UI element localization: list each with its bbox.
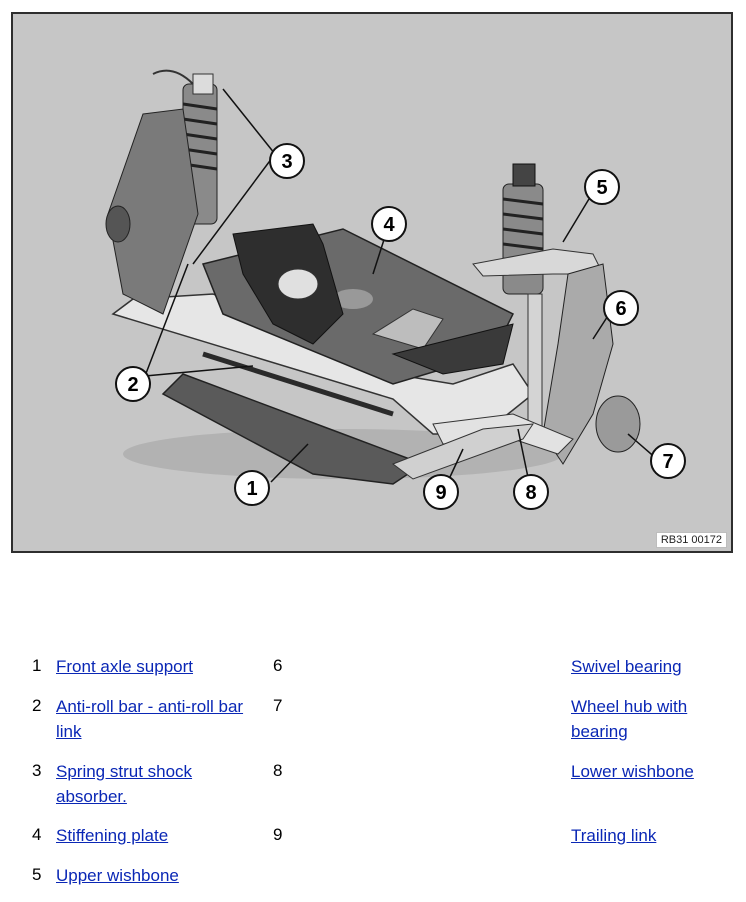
svg-text:1: 1	[246, 478, 257, 500]
legend-num-4: 4	[32, 825, 42, 844]
legend-num-9: 9	[273, 825, 283, 844]
svg-text:3: 3	[281, 151, 292, 173]
legend-num-2: 2	[32, 696, 42, 715]
svg-text:6: 6	[615, 298, 626, 320]
legend-link-anti-roll-bar[interactable]: Anti-roll bar - anti-roll bar link	[56, 697, 244, 741]
callout-2: 2	[115, 366, 151, 402]
legend-num-3: 3	[32, 761, 42, 780]
legend-link-stiffening-plate[interactable]: Stiffening plate	[56, 826, 169, 845]
callout-1: 1	[234, 470, 270, 506]
legend-num-5: 5	[32, 865, 42, 884]
svg-text:5: 5	[596, 177, 607, 199]
legend-num-1: 1	[32, 656, 42, 675]
legend-link-spring-strut[interactable]: Spring strut shock absorber.	[56, 762, 193, 806]
svg-text:8: 8	[525, 482, 536, 504]
svg-text:9: 9	[435, 482, 446, 504]
cropped-text-fragment: · ·	[572, 867, 600, 871]
legend-num-8: 8	[273, 761, 283, 780]
legend-link-trailing-link[interactable]: Trailing link	[571, 826, 657, 845]
callout-3: 3	[269, 143, 305, 179]
svg-text:4: 4	[383, 214, 395, 236]
legend-link-wheel-hub[interactable]: Wheel hub with bearing	[571, 697, 688, 741]
legend-link-swivel-bearing[interactable]: Swivel bearing	[571, 657, 682, 676]
legend-link-lower-wishbone[interactable]: Lower wishbone	[571, 762, 694, 781]
svg-text:7: 7	[662, 451, 673, 473]
callout-4: 4	[371, 206, 407, 242]
legend-link-upper-wishbone[interactable]: Upper wishbone	[56, 866, 179, 885]
axle-illustration: 1 2 3 4 5 6 7 8 9 RB31 00172	[11, 12, 733, 553]
legend-link-front-axle-support[interactable]: Front axle support	[56, 657, 194, 676]
callout-6: 6	[603, 290, 639, 326]
svg-text:2: 2	[127, 374, 138, 396]
callout-8: 8	[513, 474, 549, 510]
callout-5: 5	[584, 169, 620, 205]
callout-7: 7	[650, 443, 686, 479]
legend-num-7: 7	[273, 696, 283, 715]
legend-num-6: 6	[273, 656, 283, 675]
front-axle-drawing: 1 2 3 4 5 6 7 8 9	[105, 69, 686, 510]
figure-code: RB31 00172	[655, 532, 727, 548]
callout-9: 9	[423, 474, 459, 510]
